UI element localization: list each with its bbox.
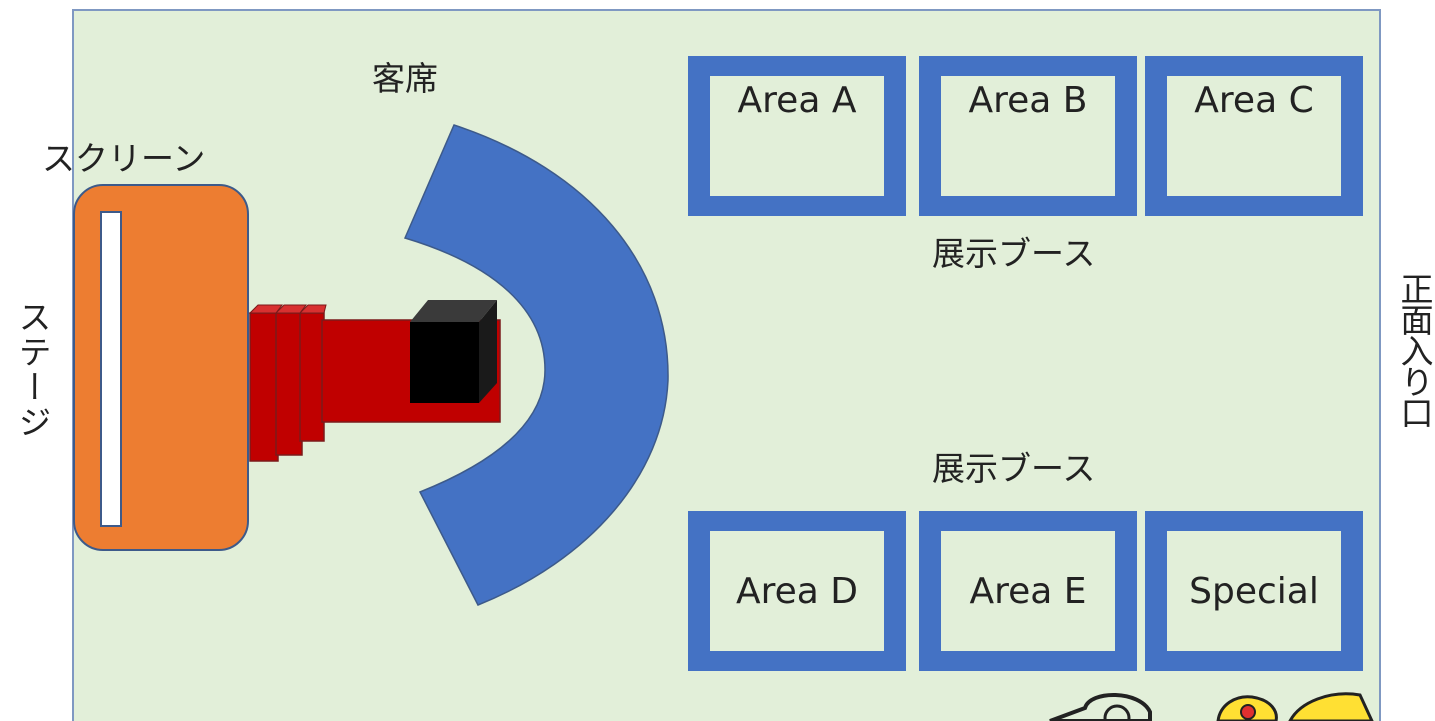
booth-label: Area C <box>1167 76 1341 196</box>
audience-label: 客席 <box>372 59 438 98</box>
booth-label: Area D <box>710 531 884 651</box>
alert-lamp-icon <box>1216 692 1374 721</box>
booth-label: Special <box>1167 531 1341 651</box>
exhibit-booth-bottom-label: 展示ブース <box>932 449 1096 488</box>
camera-box <box>410 300 497 403</box>
booth-special: Special <box>1145 511 1363 671</box>
audience-seating <box>403 124 669 606</box>
booth-area-a: Area A <box>688 56 906 216</box>
booth-area-e: Area E <box>919 511 1137 671</box>
booth-area-d: Area D <box>688 511 906 671</box>
pin-icon <box>1049 693 1152 721</box>
booth-label: Area B <box>941 76 1115 196</box>
screen-label: スクリーン <box>42 139 206 178</box>
booth-area-b: Area B <box>919 56 1137 216</box>
stage-label: ステージ <box>13 300 52 440</box>
projection-screen <box>100 211 122 527</box>
booth-label: Area E <box>941 531 1115 651</box>
exhibit-booth-top-label: 展示ブース <box>932 234 1096 273</box>
booth-label: Area A <box>710 76 884 196</box>
booth-area-c: Area C <box>1145 56 1363 216</box>
entrance-label: 正面入り口 <box>1395 272 1434 427</box>
